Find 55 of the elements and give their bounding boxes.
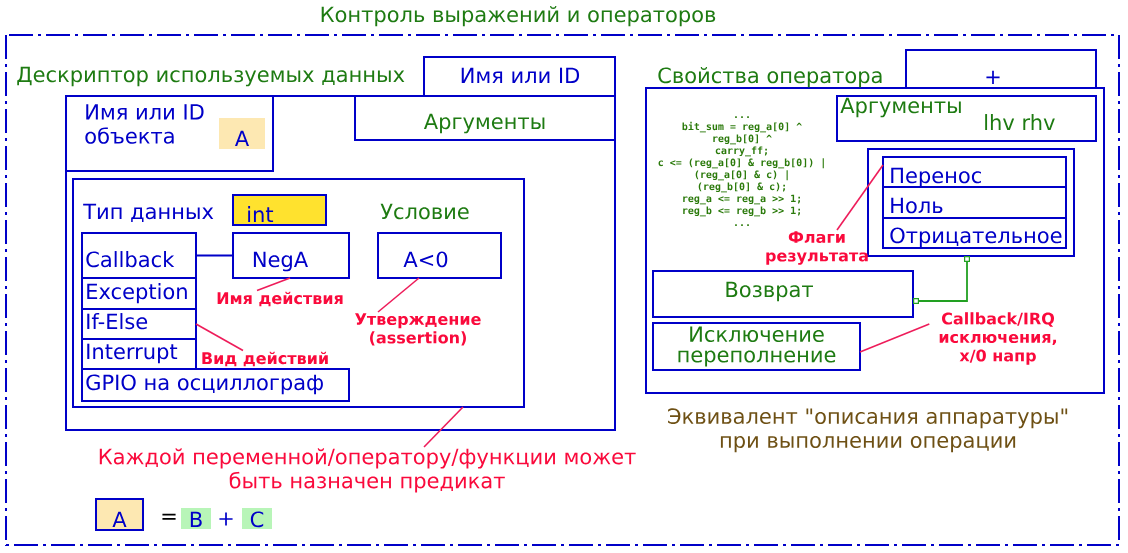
leader-line (195, 323, 244, 352)
callout-text: Флаги результата (766, 231, 868, 265)
diagram-title: Контроль выражений и операторов (321, 6, 716, 27)
connector-line (195, 254, 234, 257)
callout-text: Каждой переменной/оператору/функции может быть назначен предикат (99, 448, 636, 493)
condition-box: A<0 (377, 232, 502, 279)
arguments-box: Аргументы (354, 95, 616, 141)
code-line: bit_sum = reg_a[0] ^ (682, 121, 802, 133)
callout-text: Callback/IRQ исключения, x/0 напр (939, 312, 1056, 365)
field-label: Тип данных (83, 203, 214, 222)
operator-tab: + (905, 49, 1097, 89)
code-line: reg_a <= reg_a >> 1; (683, 194, 800, 205)
variable-box: A (95, 498, 144, 531)
leader-line (256, 277, 291, 292)
action-cell: Callback (81, 232, 197, 279)
code-line: c <= (reg_a[0] & reg_b[0]) | (658, 158, 824, 169)
callout-text: Утверждение (assertion) (355, 313, 481, 346)
flags-box (867, 148, 1075, 257)
return-box: Возврат (652, 270, 914, 318)
code-line: (reg_a[0] & c) | (695, 170, 788, 181)
action-cell: Interrupt (81, 338, 197, 370)
type-field: int (232, 194, 327, 226)
operand-tile: B (181, 508, 211, 529)
flag-row: Отрицательное (882, 217, 1067, 249)
callout-text: Имя действия (217, 291, 343, 307)
code-line: reg_b[0] ^ (713, 134, 772, 145)
code-line: ... (735, 116, 749, 118)
leader-line (859, 323, 931, 353)
leader-line (377, 277, 420, 313)
code-line: carry_ff; (715, 146, 767, 157)
operand-tile: C (242, 508, 272, 529)
leader-line (836, 164, 884, 231)
condition-heading: Условие (380, 203, 469, 220)
code-line: ... (735, 224, 749, 226)
action-cell: Exception (81, 277, 197, 310)
flag-row: Ноль (882, 186, 1067, 219)
action-cell: If-Else (81, 308, 197, 340)
name-tab: Имя или ID (423, 56, 616, 97)
equals-sign: = (162, 513, 176, 520)
flag-row: Перенос (882, 156, 1067, 188)
section-heading: Дескриптор используемых данных (17, 66, 405, 87)
section-heading: Свойства оператора (658, 67, 882, 88)
predicate-box (72, 178, 525, 408)
caption-text: Эквивалент "описания аппаратуры" при выполнении операции (668, 408, 1068, 453)
action-cell: GPIO на осциллограф (81, 368, 350, 402)
leader-line (423, 406, 464, 448)
code-line: reg_b <= reg_b >> 1; (683, 206, 800, 217)
arguments-box: Аргументы lhv rhv (836, 95, 1097, 142)
code-line: (reg_b[0] & c); (698, 182, 785, 193)
callout-text: Вид действий (202, 351, 328, 367)
exception-box: Исключение переполнение (652, 322, 861, 371)
plus-sign: + (219, 512, 233, 526)
variable-tile: A (219, 118, 265, 149)
connector-line (913, 256, 970, 304)
action-name-box: NegA (232, 232, 350, 279)
